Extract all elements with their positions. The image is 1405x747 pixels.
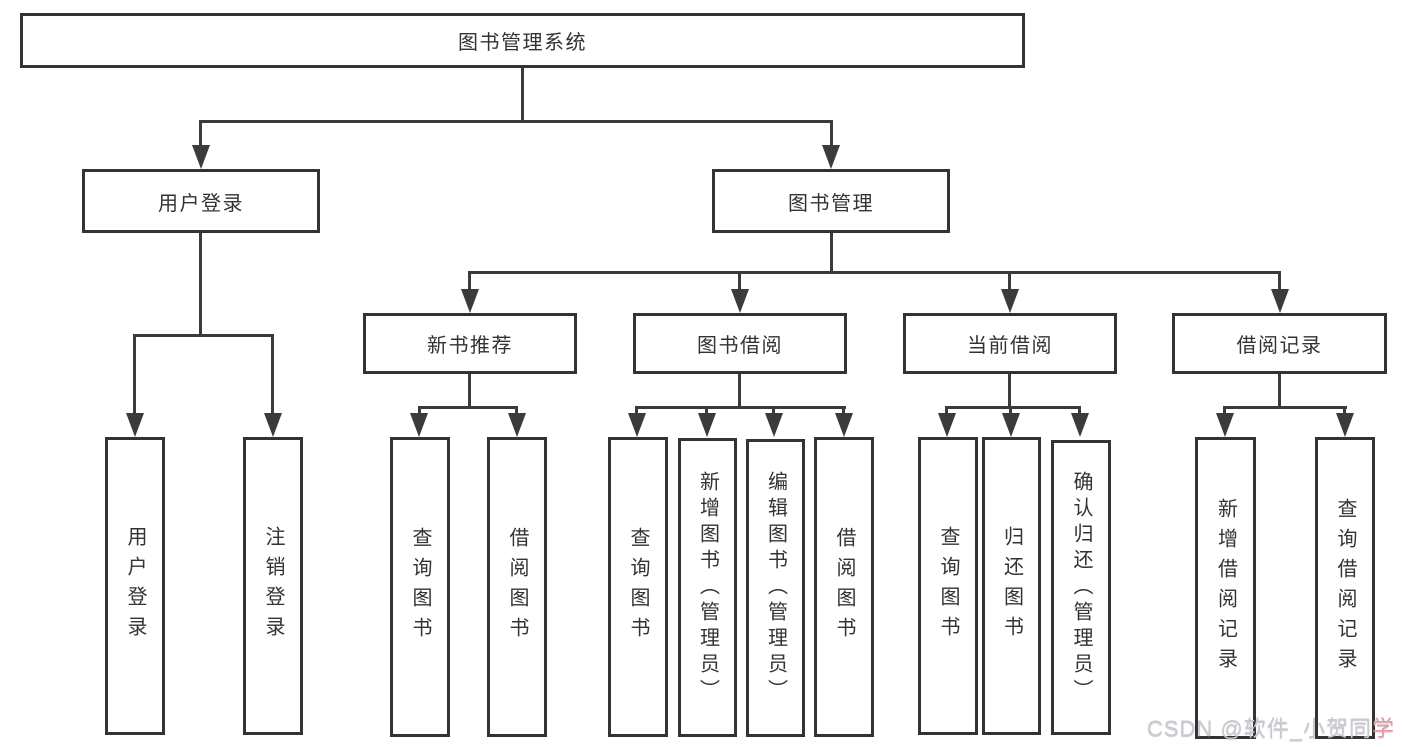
connector-rail xyxy=(418,406,518,409)
leaf-confirm-return-admin: 确认归还（管理员） xyxy=(1051,440,1111,735)
node-label: 借阅记录 xyxy=(1236,335,1323,357)
node-root: 图书管理系统 xyxy=(20,13,1025,68)
connector-leaf-drop xyxy=(635,406,638,416)
connector-leaf-drop xyxy=(705,406,708,416)
node-label: 图书借阅 xyxy=(697,335,783,357)
leaf-label: 用户登录 xyxy=(124,526,146,646)
leaf-user-login: 用户登录 xyxy=(105,437,165,735)
leaf-query-book-recommend: 查询图书 xyxy=(390,437,450,737)
leaf-add-borrow-record: 新增借阅记录 xyxy=(1195,437,1256,739)
leaf-label: 查询图书 xyxy=(627,527,649,647)
connector-stem xyxy=(1008,374,1011,409)
leaf-label: 查询借阅记录 xyxy=(1334,498,1356,678)
connector-leaf-drop xyxy=(842,406,845,416)
leaf-query-borrow-record: 查询借阅记录 xyxy=(1315,437,1375,739)
arrow-down-icon xyxy=(410,413,428,437)
node-borrow-record: 借阅记录 xyxy=(1172,313,1387,374)
node-label: 图书管理系统 xyxy=(458,32,587,54)
leaf-label: 新增图书（管理员） xyxy=(696,470,719,705)
leaf-label: 注销登录 xyxy=(262,526,284,646)
connector-leaf-drop xyxy=(1223,406,1226,416)
arrow-down-icon xyxy=(508,413,526,437)
arrow-down-icon xyxy=(731,289,749,313)
csdn-watermark: CSDN @软件_小贺同学 xyxy=(1147,711,1395,743)
connector-leaf-drop xyxy=(133,334,136,416)
connector-section-drop xyxy=(468,271,471,295)
leaf-add-book-admin: 新增图书（管理员） xyxy=(678,438,737,737)
connector-leaf-drop xyxy=(1009,406,1012,416)
connector-root-stem xyxy=(521,68,524,123)
leaf-edit-book-admin: 编辑图书（管理员） xyxy=(746,439,805,737)
connector-rail xyxy=(945,406,1081,409)
arrow-down-icon xyxy=(1216,413,1234,437)
connector-stem xyxy=(468,374,471,409)
connector-leaf-drop xyxy=(945,406,948,416)
arrow-down-icon xyxy=(192,145,210,169)
arrow-down-icon xyxy=(1002,413,1020,437)
connector-rail xyxy=(1223,406,1347,409)
leaf-label: 新增借阅记录 xyxy=(1214,498,1237,678)
connector-stem xyxy=(1278,374,1281,409)
arrow-down-icon xyxy=(1071,413,1089,437)
arrow-down-icon xyxy=(126,413,144,437)
leaf-logout: 注销登录 xyxy=(243,437,303,735)
connector-level3-rail xyxy=(468,271,1281,274)
connector-leaf-drop xyxy=(515,406,518,416)
connector-level2-rail xyxy=(199,120,832,123)
arrow-down-icon xyxy=(264,413,282,437)
connector-stem xyxy=(738,374,741,409)
arrow-down-icon xyxy=(698,413,716,437)
arrow-down-icon xyxy=(461,289,479,313)
arrow-down-icon xyxy=(938,413,956,437)
node-current-borrow: 当前借阅 xyxy=(903,313,1117,374)
arrow-down-icon xyxy=(1336,413,1354,437)
leaf-label: 借阅图书 xyxy=(506,527,528,647)
leaf-query-book-current: 查询图书 xyxy=(918,437,978,735)
connector-rail xyxy=(635,406,846,409)
watermark-text: CSDN @软件_小贺同 xyxy=(1146,716,1372,741)
node-book-borrow: 图书借阅 xyxy=(633,313,847,374)
node-label: 图书管理 xyxy=(788,192,874,215)
connector-section-drop xyxy=(1008,271,1011,295)
node-label: 用户登录 xyxy=(158,192,244,215)
arrow-down-icon xyxy=(765,413,783,437)
leaf-borrow-book-recommend: 借阅图书 xyxy=(487,437,547,737)
node-user-login: 用户登录 xyxy=(82,169,320,233)
connector-leaf-drop xyxy=(271,334,274,416)
leaf-label: 查询图书 xyxy=(937,526,959,646)
connector-book-mgmt-drop xyxy=(830,120,833,152)
connector-user-login-stem xyxy=(199,233,202,337)
connector-section-drop xyxy=(1278,271,1281,295)
leaf-return-book: 归还图书 xyxy=(982,437,1041,735)
connector-user-login-rail xyxy=(133,334,274,337)
arrow-down-icon xyxy=(1001,289,1019,313)
leaf-query-book-borrow: 查询图书 xyxy=(608,437,668,737)
arrow-down-icon xyxy=(628,413,646,437)
arrow-down-icon xyxy=(835,413,853,437)
arrow-down-icon xyxy=(1271,289,1289,313)
connector-book-mgmt-stem xyxy=(830,233,833,274)
connector-leaf-drop xyxy=(1343,406,1346,416)
connector-leaf-drop xyxy=(1078,406,1081,416)
leaf-label: 编辑图书（管理员） xyxy=(764,471,787,705)
node-label: 当前借阅 xyxy=(967,335,1053,357)
node-book-management: 图书管理 xyxy=(712,169,950,233)
leaf-label: 借阅图书 xyxy=(833,527,855,647)
node-label: 新书推荐 xyxy=(427,335,513,357)
watermark-accent: 学 xyxy=(1371,716,1395,741)
arrow-down-icon xyxy=(822,145,840,169)
leaf-label: 确认归还（管理员） xyxy=(1070,470,1092,705)
connector-user-login-drop xyxy=(199,120,202,152)
leaf-label: 归还图书 xyxy=(1000,526,1023,646)
connector-leaf-drop xyxy=(772,406,775,416)
leaf-label: 查询图书 xyxy=(409,527,431,647)
leaf-borrow-book: 借阅图书 xyxy=(814,437,874,737)
connector-leaf-drop xyxy=(418,406,421,416)
node-new-book-recommend: 新书推荐 xyxy=(363,313,577,374)
connector-section-drop xyxy=(738,271,741,295)
